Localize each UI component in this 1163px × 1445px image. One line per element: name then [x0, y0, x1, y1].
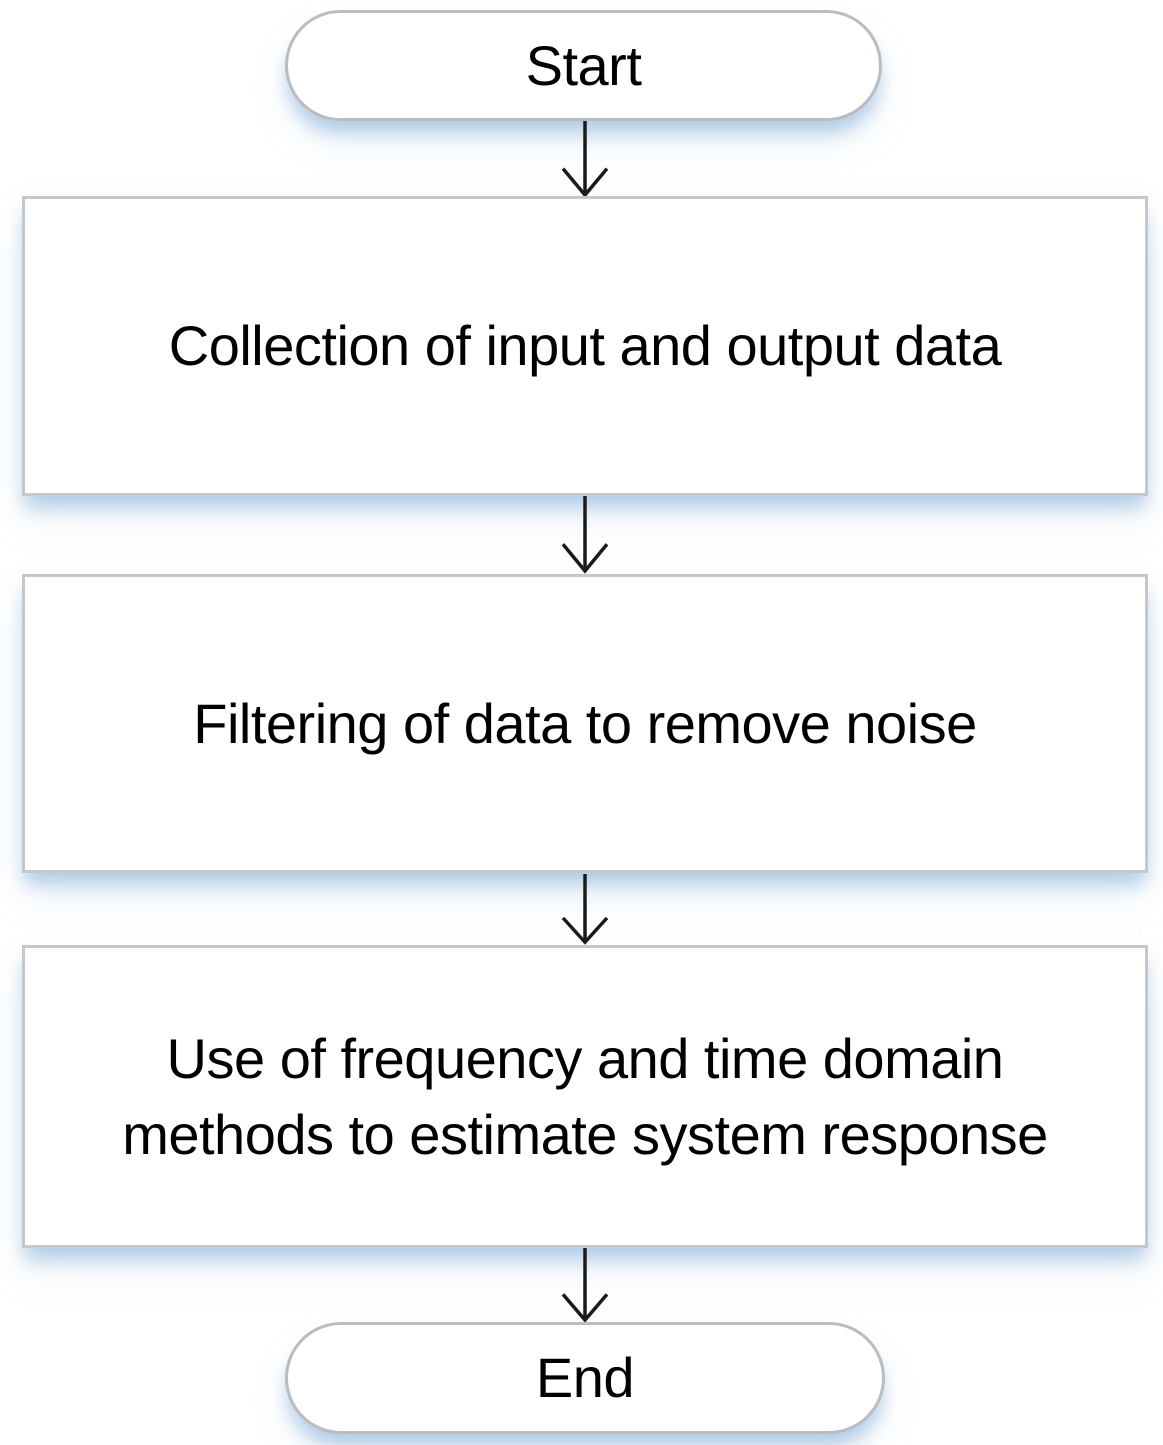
node-start: Start — [285, 10, 882, 121]
node-start-label: Start — [525, 33, 642, 97]
node-end: End — [285, 1322, 885, 1434]
node-estimation-line-1: Use of frequency and time domain — [166, 1026, 1004, 1090]
arrow-down-icon — [557, 874, 613, 945]
node-collection: Collection of input and output data — [22, 196, 1148, 496]
node-end-label: End — [535, 1346, 635, 1410]
arrow-down-icon — [557, 1248, 613, 1323]
node-estimation: Use of frequency and time domain methods… — [22, 945, 1148, 1248]
node-filtering-label: Filtering of data to remove noise — [193, 691, 977, 755]
arrow-down-icon — [557, 496, 613, 574]
node-estimation-line-2: methods to estimate system response — [122, 1102, 1048, 1166]
node-filtering: Filtering of data to remove noise — [22, 574, 1148, 873]
node-estimation-label: Use of frequency and time domain methods… — [122, 1021, 1048, 1172]
arrow-down-icon — [557, 121, 613, 198]
node-collection-label: Collection of input and output data — [168, 314, 1002, 378]
